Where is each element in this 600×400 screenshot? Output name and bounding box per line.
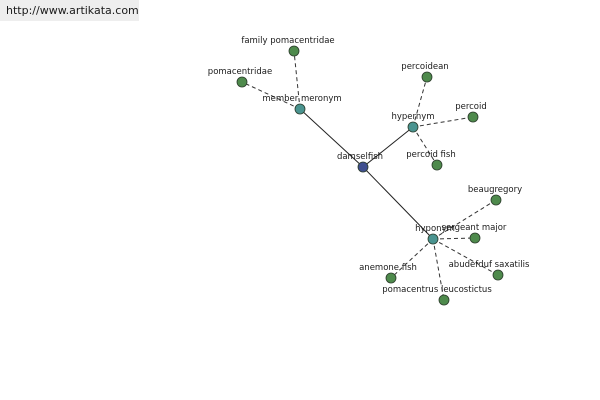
edge-hypernym-percoidean xyxy=(412,76,428,128)
edge-hypernym-percoid xyxy=(412,116,474,128)
node-percoidean[interactable] xyxy=(421,71,433,83)
label-percoid: percoid xyxy=(455,102,487,112)
node-percoid-fish[interactable] xyxy=(431,159,443,171)
edge-hyponym-abudefduf-saxatilis xyxy=(432,238,499,276)
edge-hyponym-sergeant-major xyxy=(432,237,476,240)
node-member-meronym[interactable] xyxy=(294,103,306,115)
label-hyponym: hyponym xyxy=(415,224,455,234)
node-anemone-fish[interactable] xyxy=(385,272,397,284)
edge-damselfish-member-meronym xyxy=(299,108,364,168)
node-hyponym[interactable] xyxy=(427,233,439,245)
node-hypernym[interactable] xyxy=(407,121,419,133)
node-abudefduf-saxatilis[interactable] xyxy=(492,269,504,281)
edge-damselfish-hypernym xyxy=(362,126,414,168)
label-member-meronym: member meronym xyxy=(262,94,341,104)
label-percoidean: percoidean xyxy=(401,62,448,72)
edge-damselfish-hyponym xyxy=(362,166,434,240)
label-abudefduf-saxatilis: abudefduf saxatilis xyxy=(449,260,530,270)
node-beaugregory[interactable] xyxy=(490,194,502,206)
node-pomacentridae[interactable] xyxy=(236,76,248,88)
label-beaugregory: beaugregory xyxy=(468,185,522,195)
nodes-layer xyxy=(236,45,504,306)
edge-hyponym-anemone-fish xyxy=(390,238,434,279)
node-family-pomacentridae[interactable] xyxy=(288,45,300,57)
node-damselfish[interactable] xyxy=(357,161,369,173)
label-percoid-fish: percoid fish xyxy=(406,150,455,160)
label-damselfish: damselfish xyxy=(337,152,383,162)
watermark-url: http://www.artikata.com xyxy=(0,0,139,21)
labels-layer: damselfish family pomacentridae pomacentri… xyxy=(208,36,530,295)
edge-member-meronym-family-pomacentridae xyxy=(293,50,301,110)
label-hypernym: hypernym xyxy=(391,112,434,122)
label-sergeant-major: sergeant major xyxy=(442,223,507,233)
node-pomacentrus-leucostictus[interactable] xyxy=(438,294,450,306)
edge-hypernym-percoid-fish xyxy=(412,126,438,166)
node-percoid[interactable] xyxy=(467,111,479,123)
label-family-pomacentridae: family pomacentridae xyxy=(241,36,334,46)
label-anemone-fish: anemone fish xyxy=(359,263,417,273)
node-sergeant-major[interactable] xyxy=(469,232,481,244)
label-pomacentrus-leucostictus: pomacentrus leucostictus xyxy=(382,285,492,295)
edges-layer xyxy=(241,50,499,301)
edge-member-meronym-pomacentridae xyxy=(241,81,301,110)
edge-hyponym-pomacentrus-leucostictus xyxy=(432,238,445,301)
edge-hyponym-beaugregory xyxy=(432,199,497,240)
label-pomacentridae: pomacentridae xyxy=(208,67,272,77)
